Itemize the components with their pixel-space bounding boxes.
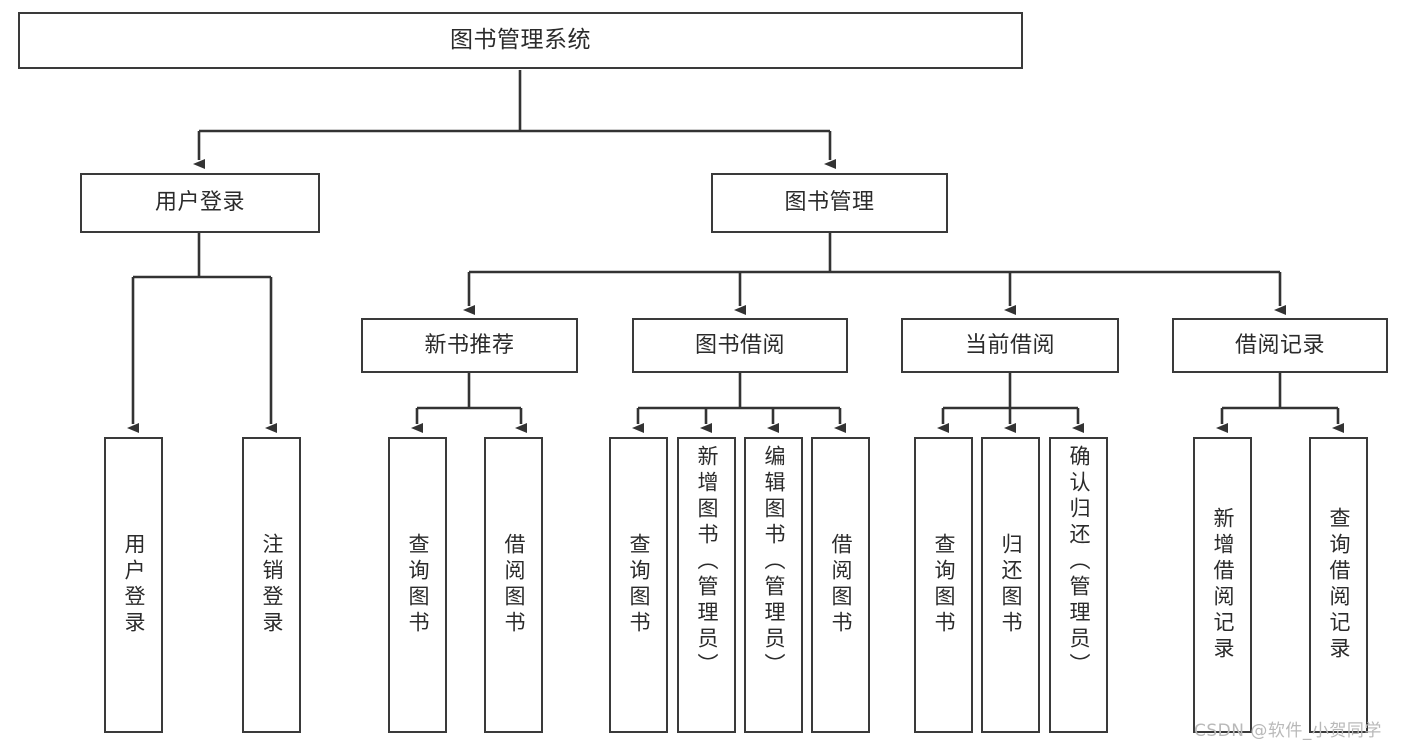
node-leaf-borrow-book-1-label: 借阅图书 <box>502 533 526 637</box>
node-book-manage-label: 图书管理 <box>784 190 875 216</box>
node-current-borrow-label: 当前借阅 <box>964 332 1055 358</box>
node-leaf-borrow-book-1[interactable]: 借阅图书 <box>484 437 543 733</box>
node-leaf-edit-book-admin-label: 编辑图书（管理员） <box>762 445 786 679</box>
node-leaf-logout-login-label: 注销登录 <box>260 533 284 637</box>
node-leaf-return-book-label: 归还图书 <box>999 533 1023 637</box>
node-leaf-edit-book-admin[interactable]: 编辑图书（管理员） <box>744 437 803 733</box>
node-new-book-recommend-label: 新书推荐 <box>424 332 515 358</box>
node-leaf-user-login-label: 用户登录 <box>122 533 146 637</box>
node-leaf-logout-login[interactable]: 注销登录 <box>242 437 301 733</box>
node-user-login[interactable]: 用户登录 <box>80 173 320 233</box>
node-new-book-recommend[interactable]: 新书推荐 <box>361 318 578 373</box>
node-leaf-confirm-return-admin[interactable]: 确认归还（管理员） <box>1049 437 1108 733</box>
node-leaf-query-book-3-label: 查询图书 <box>932 533 956 637</box>
node-leaf-add-borrow-record[interactable]: 新增借阅记录 <box>1193 437 1252 733</box>
node-borrow-record-label: 借阅记录 <box>1234 332 1325 358</box>
csdn-watermark: CSDN @软件_小贺同学 <box>1194 721 1382 741</box>
node-leaf-borrow-book-2[interactable]: 借阅图书 <box>811 437 870 733</box>
node-current-borrow[interactable]: 当前借阅 <box>901 318 1119 373</box>
node-leaf-query-book-1[interactable]: 查询图书 <box>388 437 447 733</box>
node-leaf-return-book[interactable]: 归还图书 <box>981 437 1040 733</box>
node-leaf-query-borrow-record-label: 查询借阅记录 <box>1327 507 1351 663</box>
node-leaf-add-borrow-record-label: 新增借阅记录 <box>1211 507 1235 663</box>
node-book-borrow-label: 图书借阅 <box>694 332 785 358</box>
node-leaf-query-book-1-label: 查询图书 <box>406 533 430 637</box>
node-leaf-add-book-admin-label: 新增图书（管理员） <box>695 445 719 679</box>
node-leaf-query-book-2-label: 查询图书 <box>627 533 651 637</box>
node-book-borrow[interactable]: 图书借阅 <box>632 318 848 373</box>
node-leaf-query-book-2[interactable]: 查询图书 <box>609 437 668 733</box>
node-user-login-label: 用户登录 <box>154 190 245 216</box>
node-leaf-add-book-admin[interactable]: 新增图书（管理员） <box>677 437 736 733</box>
node-leaf-confirm-return-admin-label: 确认归还（管理员） <box>1067 445 1091 679</box>
node-leaf-query-borrow-record[interactable]: 查询借阅记录 <box>1309 437 1368 733</box>
node-book-manage[interactable]: 图书管理 <box>711 173 948 233</box>
node-root-label: 图书管理系统 <box>450 26 591 53</box>
node-borrow-record[interactable]: 借阅记录 <box>1172 318 1388 373</box>
node-root[interactable]: 图书管理系统 <box>18 12 1023 69</box>
node-leaf-borrow-book-2-label: 借阅图书 <box>829 533 853 637</box>
node-leaf-query-book-3[interactable]: 查询图书 <box>914 437 973 733</box>
node-leaf-user-login[interactable]: 用户登录 <box>104 437 163 733</box>
